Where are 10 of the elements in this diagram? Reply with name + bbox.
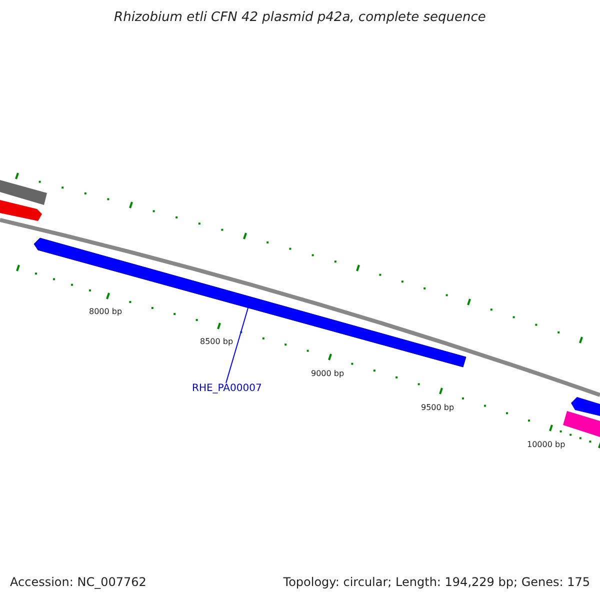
tick-label: 10000 bp xyxy=(527,441,566,449)
title: Rhizobium etli CFN 42 plasmid p42a, complete sequence xyxy=(113,11,487,24)
summary-text: Topology: circular; Length: 194,229 bp; Genes: 175 xyxy=(283,576,590,588)
gene-label: RHE_PA00007 xyxy=(192,384,262,394)
gene-bar xyxy=(34,238,466,368)
leader-line xyxy=(226,308,248,384)
tick-label: 9500 bp xyxy=(421,404,454,412)
tick-label: 8000 bp xyxy=(89,308,122,316)
tick-label: 8500 bp xyxy=(200,338,234,346)
accession-text: Accession: NC_007762 xyxy=(10,576,146,588)
